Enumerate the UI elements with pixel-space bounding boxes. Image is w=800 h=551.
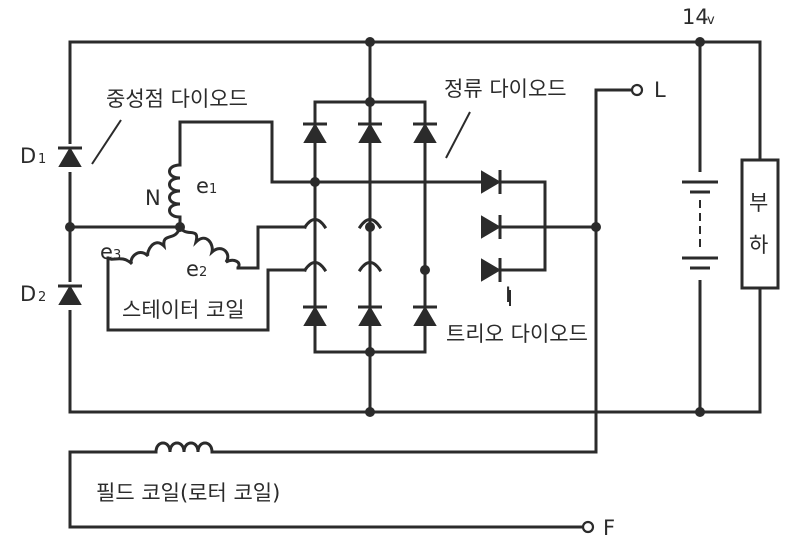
stator-coils — [106, 163, 241, 270]
rectifier-diode — [303, 123, 327, 143]
coil-e1 — [168, 163, 182, 229]
junction-dot — [65, 222, 75, 232]
voltage-value: 14 — [682, 5, 709, 29]
trio-diodes — [481, 170, 502, 282]
load-label-line2: 하 — [749, 233, 768, 257]
junction-dot — [365, 347, 375, 357]
load-box — [740, 158, 780, 290]
field-coil-label: 필드 코일(로터 코일) — [96, 481, 280, 505]
e1-subscript: 1 — [209, 182, 217, 197]
terminal-l-label: L — [654, 78, 666, 102]
neutral-point-label: N — [145, 186, 161, 210]
e2-label: e — [186, 257, 199, 281]
trio-diode — [481, 170, 501, 194]
junction-dot — [695, 37, 705, 47]
coil-e2 — [178, 225, 241, 270]
battery-icon — [680, 172, 720, 280]
rectifier-diode — [358, 123, 382, 143]
neutral-diode-pointer — [91, 119, 122, 165]
diode-d2 — [58, 285, 82, 305]
junction-dot — [695, 407, 705, 417]
trio-diode-label: 트리오 다이오드 — [446, 322, 588, 346]
junction-dot — [365, 222, 375, 232]
rectifier-diode-pointer — [445, 111, 471, 159]
field-coil — [154, 441, 214, 454]
rectifier-diode — [358, 306, 382, 326]
e1-label: e — [196, 174, 209, 198]
d2-label: D — [20, 282, 36, 306]
junction-dot — [591, 222, 601, 232]
diode-d1 — [58, 147, 82, 167]
junction-dot — [365, 407, 375, 417]
d1-subscript: 1 — [38, 152, 46, 167]
neutral-diodes — [58, 144, 82, 310]
d2-subscript: 2 — [38, 290, 46, 305]
rectifier-diode — [303, 306, 327, 326]
junction-dot — [365, 37, 375, 47]
terminal-i-label: I — [505, 283, 511, 307]
trio-diode — [481, 258, 501, 282]
terminal-f-label: F — [603, 516, 615, 540]
junction-dot — [420, 265, 430, 275]
d1-label: D — [20, 144, 36, 168]
e3-subscript: 3 — [113, 248, 121, 263]
rectifier-diode-label: 정류 다이오드 — [444, 77, 567, 101]
e2-subscript: 2 — [199, 265, 207, 280]
junction-dot — [365, 97, 375, 107]
wiring — [68, 40, 762, 529]
rectifier-diodes-upper — [303, 122, 437, 143]
e3-label: e — [100, 240, 113, 264]
terminal-l — [630, 83, 644, 97]
rectifier-diode — [413, 123, 437, 143]
voltage-unit: v — [707, 13, 715, 28]
rectifier-diode — [413, 306, 437, 326]
load-label-line1: 부 — [749, 191, 768, 215]
stator-coil-label: 스테이터 코일 — [122, 298, 245, 322]
junction-dots — [65, 37, 705, 417]
coil-e3 — [106, 225, 182, 266]
junction-dot — [310, 177, 320, 187]
terminal-f — [581, 520, 595, 534]
rectifier-diodes-lower — [303, 305, 437, 326]
trio-diode — [481, 215, 501, 239]
neutral-diode-label: 중성점 다이오드 — [106, 87, 248, 111]
